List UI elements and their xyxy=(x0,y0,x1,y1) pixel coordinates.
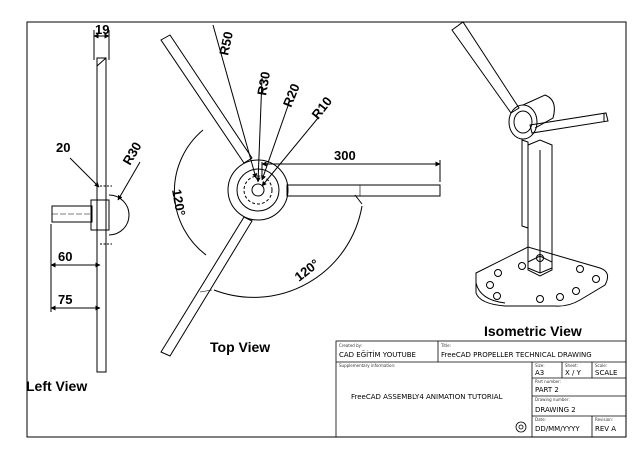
isometric-view xyxy=(451,21,609,307)
left-view-label: Left View xyxy=(26,378,87,394)
dim-120-right: 120° xyxy=(292,256,322,284)
title-block xyxy=(335,340,627,438)
sheet-label: Sheet: xyxy=(565,363,578,368)
dim-20: 20 xyxy=(56,140,70,155)
size-value: A3 xyxy=(535,369,544,377)
title-label: Title: xyxy=(440,343,451,348)
supplementary-label: Supplementary information: xyxy=(339,363,395,368)
dim-120-left: 120° xyxy=(169,188,188,217)
sheet-border xyxy=(26,21,627,438)
dim-19: 19 xyxy=(95,22,109,37)
supplementary-value: FreeCAD ASSEMBLY4 ANIMATION TUTORIAL xyxy=(351,393,503,401)
date-value: DD/MM/YYYY xyxy=(535,425,580,433)
dim-r20: R20 xyxy=(280,81,303,109)
revision-value: REV A xyxy=(595,425,616,433)
title-value: FreeCAD PROPELLER TECHNICAL DRAWING xyxy=(441,351,592,359)
dim-top-r30: R30 xyxy=(254,70,273,96)
scale-value: SCALE xyxy=(595,369,617,377)
dim-left-r30: R30 xyxy=(120,139,145,167)
drawing-number-value: DRAWING 2 xyxy=(535,406,576,414)
created-by-label: Created by: xyxy=(339,343,362,348)
dim-60: 60 xyxy=(58,249,72,264)
drawing-number-label: Drawing number: xyxy=(535,397,570,402)
dim-300: 300 xyxy=(334,148,356,163)
size-label: Size: xyxy=(535,363,545,368)
created-by-value: CAD EĞİTİM YOUTUBE xyxy=(339,350,416,359)
date-label: Date: xyxy=(535,417,546,422)
isometric-view-label: Isometric View xyxy=(484,323,582,339)
scale-label: Scale: xyxy=(595,363,607,368)
top-view xyxy=(160,24,441,357)
dim-75: 75 xyxy=(58,292,72,307)
dim-r10: R10 xyxy=(309,94,336,122)
part-number-value: PART 2 xyxy=(535,386,559,394)
revision-label: Revision: xyxy=(595,417,613,422)
part-number-label: Part number: xyxy=(535,379,561,384)
top-view-label: Top View xyxy=(210,339,270,355)
dim-r50: R50 xyxy=(216,30,236,56)
left-view xyxy=(50,30,141,373)
sheet-value: X / Y xyxy=(565,369,582,377)
